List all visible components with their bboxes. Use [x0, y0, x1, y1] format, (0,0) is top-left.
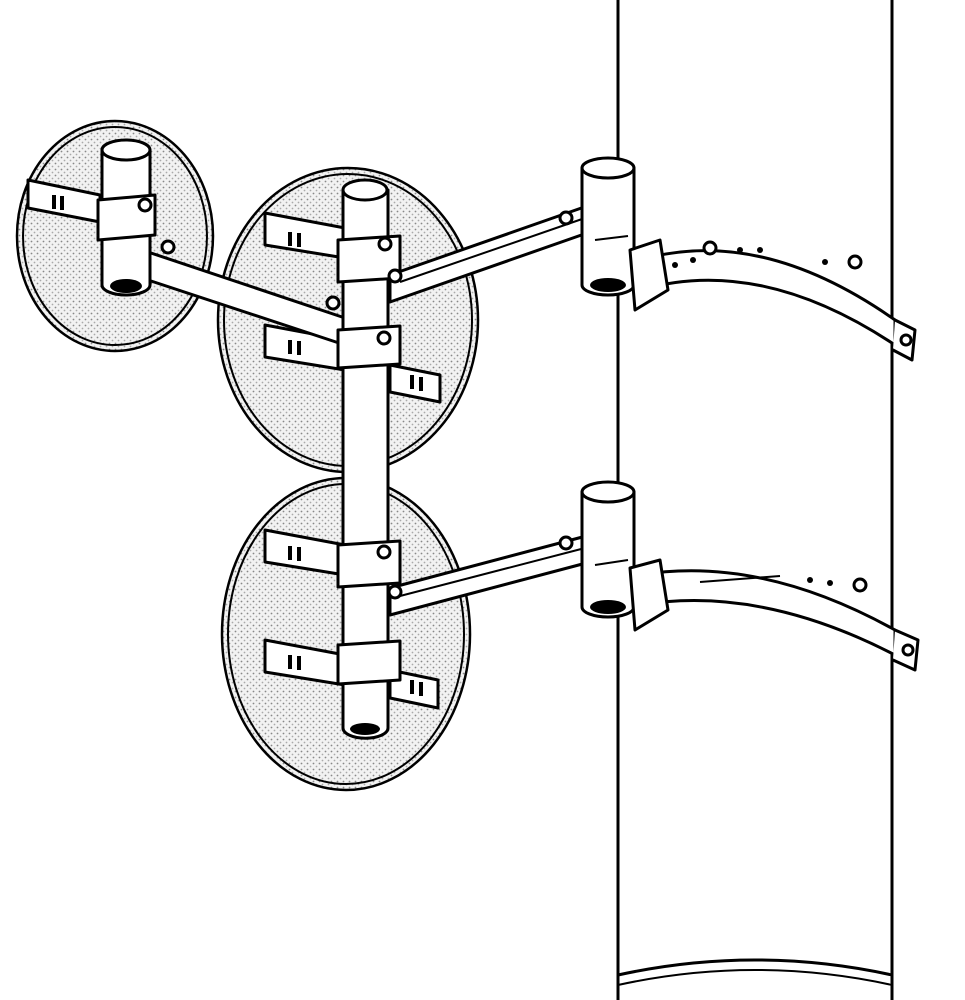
utility-pole: [616, 0, 894, 1000]
lower-pole-clamp: [558, 210, 920, 672]
short-mirror-pipe: [96, 138, 341, 311]
vertical-mirror-pipe: [336, 178, 403, 740]
upper-pole-clamp: [580, 156, 917, 362]
